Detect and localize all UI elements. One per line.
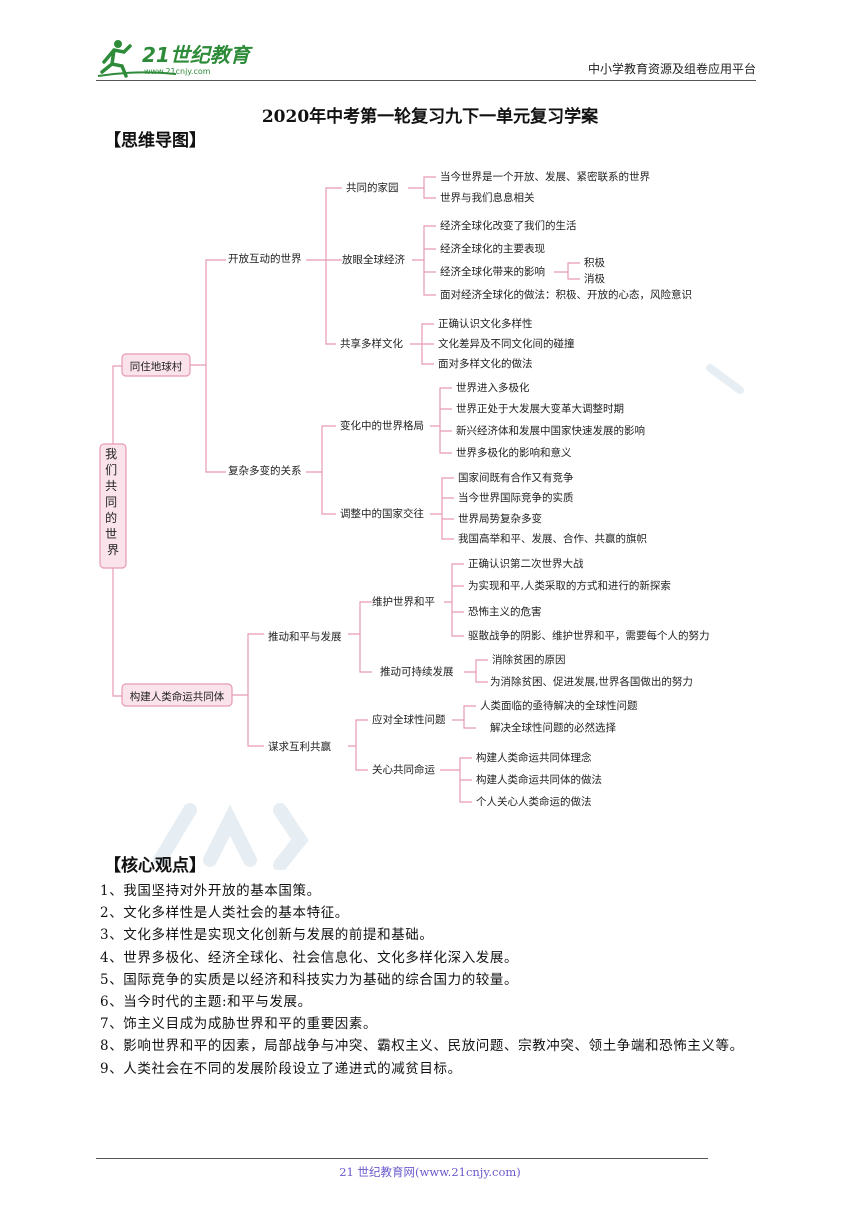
root-char: 界	[107, 543, 119, 557]
root-char: 的	[105, 510, 117, 525]
logo-text: 21世纪教育	[142, 43, 253, 67]
mind-map: 我 们 共 同 的 世 界 同住地球村 构建人类命运共同体 开放互动的世界 复杂…	[99, 170, 710, 808]
leaf: 面对多样文化的做法	[438, 357, 533, 370]
core-point: 2、文化多样性是人类社会的基本特征。	[100, 905, 349, 922]
leaf: 正确认识第二次世界大战	[468, 557, 584, 570]
core-point: 1、我国坚持对外开放的基本国策。	[100, 883, 321, 899]
l3-node-sustain: 推动可持续发展	[380, 665, 454, 678]
root-char: 共	[105, 479, 117, 493]
root-char: 世	[105, 527, 117, 541]
l3-node-global: 应对全球性问题	[372, 713, 446, 726]
leaf: 构建人类命运共同体的做法	[476, 773, 602, 786]
leaf: 面对经济全球化的做法：积极、开放的心态，风险意识	[440, 288, 692, 301]
footer-divider	[96, 1158, 708, 1159]
site-logo: 21世纪教育 www.21cnjy.com	[97, 40, 253, 78]
watermark-shape	[706, 364, 744, 394]
leaf: 经济全球化的主要表现	[440, 242, 545, 255]
core-point: 4、世界多极化、经济全球化、社会信息化、文化多样化深入发展。	[100, 949, 519, 966]
root-char: 同	[105, 495, 117, 509]
core-point: 3、文化多样性是实现文化创新与发展的前提和基础。	[100, 927, 434, 944]
leaf: 消极	[584, 272, 605, 285]
l2-node-peace-dev: 推动和平与发展	[268, 630, 342, 643]
core-point: 5、国际竞争的实质是以经济和科技实力为基础的综合国力的较量。	[100, 971, 519, 988]
footer-link[interactable]: 21 世纪教育网(www.21cnjy.com)	[339, 1165, 521, 1179]
leaf: 人类面临的亟待解决的全球性问题	[480, 699, 638, 712]
leaf: 构建人类命运共同体理念	[476, 751, 592, 764]
l2-node-win-win: 谋求互利共赢	[268, 740, 331, 753]
leaf: 我国高举和平、发展、合作、共赢的旗帜	[458, 532, 647, 545]
leaf: 经济全球化带来的影响	[440, 265, 545, 278]
leaf: 新兴经济体和发展中国家快速发展的影响	[456, 424, 645, 437]
mindmap-heading: 【思维导图】	[104, 131, 206, 151]
core-point: 9、人类社会在不同的发展阶段设立了递进式的减贫目标。	[100, 1060, 462, 1077]
header-divider	[96, 80, 756, 81]
leaf: 世界进入多极化	[456, 381, 530, 394]
core-point: 8、影响世界和平的因素，局部战争与冲突、霸权主义、民放问题、宗教冲突、领土争端和…	[100, 1038, 744, 1055]
leaf: 为消除贫困、促进发展,世界各国做出的努力	[490, 675, 693, 688]
leaf: 为实现和平,人类采取的方式和进行的新探索	[468, 579, 671, 592]
leaf: 恐怖主义的危害	[468, 605, 542, 618]
root-node: 我 们 共 同 的 世 界	[105, 447, 121, 557]
watermark-shape	[153, 803, 309, 870]
leaf: 解决全球性问题的必然选择	[490, 721, 616, 734]
leaf: 经济全球化改变了我们的生活	[440, 219, 577, 232]
leaf: 积极	[584, 256, 605, 269]
l3-node-fate: 关心共同命运	[372, 763, 435, 776]
leaf: 世界局势复杂多变	[458, 512, 542, 525]
root-char: 我	[105, 447, 117, 461]
core-point: 7、饰主义目成为成胁世界和平的重要因素。	[100, 1016, 378, 1033]
leaf: 个人关心人类命运的做法	[476, 795, 592, 808]
l1-node-village: 同住地球村	[130, 360, 183, 373]
l3-node-peace: 维护世界和平	[372, 595, 435, 608]
document-title: 2020年中考第一轮复习九下一单元复习学案	[261, 107, 599, 127]
l3-node-home: 共同的家园	[346, 181, 399, 194]
leaf: 文化差异及不同文化间的碰撞	[438, 337, 575, 350]
l3-node-pattern: 变化中的世界格局	[340, 419, 424, 432]
leaf: 世界正处于大发展大变革大调整时期	[456, 402, 624, 415]
leaf: 国家间既有合作又有竞争	[458, 471, 574, 484]
header-platform-text: 中小学教育资源及组卷应用平台	[587, 62, 756, 76]
logo-url: www.21cnjy.com	[144, 67, 211, 76]
core-points-list: 1、我国坚持对外开放的基本国策。 2、文化多样性是人类社会的基本特征。 3、文化…	[100, 880, 760, 1080]
l3-node-culture: 共享多样文化	[340, 337, 403, 350]
runner-icon	[97, 40, 177, 78]
leaf: 当今世界是一个开放、发展、紧密联系的世界	[440, 170, 650, 183]
l2-node-relations: 复杂多变的关系	[228, 464, 302, 477]
l2-node-open-world: 开放互动的世界	[228, 252, 302, 265]
l3-node-economy: 放眼全球经济	[342, 253, 405, 266]
leaf: 正确认识文化多样性	[438, 317, 533, 330]
root-char: 们	[105, 462, 117, 477]
leaf: 世界多极化的影响和意义	[456, 446, 572, 459]
core-heading: 【核心观点】	[104, 856, 206, 876]
l1-node-community: 构建人类命运共同体	[130, 690, 225, 703]
leaf: 驱散战争的阴影、维护世界和平，需要每个人的努力	[468, 629, 710, 642]
l3-node-relations: 调整中的国家交往	[340, 507, 424, 520]
leaf: 当今世界国际竞争的实质	[458, 491, 574, 504]
leaf: 世界与我们息息相关	[440, 191, 535, 204]
leaf: 消除贫困的原因	[492, 653, 566, 666]
core-point: 6、当今时代的主题:和平与发展。	[100, 994, 312, 1011]
